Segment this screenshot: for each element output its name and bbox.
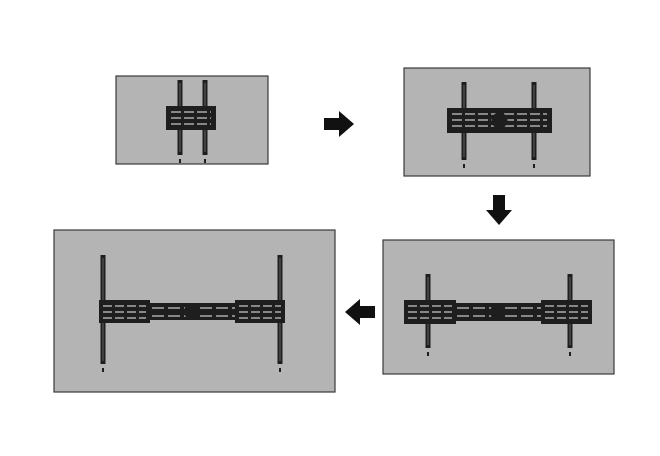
panel-small-mount — [115, 75, 269, 165]
center-hub — [490, 304, 506, 320]
arm-screw — [179, 159, 181, 163]
arrow-right-icon — [324, 111, 354, 137]
arm-screw — [204, 159, 206, 163]
arm-screw — [427, 352, 429, 356]
mount-bracket — [99, 255, 285, 372]
arrow-left-icon — [345, 299, 375, 325]
arm-screw — [279, 368, 281, 372]
mount-bracket — [166, 80, 216, 163]
arm-screw — [102, 368, 104, 372]
center-hub — [491, 112, 508, 129]
panel-extra-large-mount — [53, 229, 336, 393]
panel-large-mount — [382, 239, 615, 375]
arm-screw — [569, 352, 571, 356]
panel-medium-mount — [403, 67, 591, 177]
mount-bracket — [404, 274, 592, 356]
arm-screw — [463, 164, 465, 168]
arrow-down-icon — [486, 195, 512, 225]
center-hub — [184, 303, 200, 320]
arm-screw — [533, 164, 535, 168]
mount-bracket — [447, 82, 552, 168]
